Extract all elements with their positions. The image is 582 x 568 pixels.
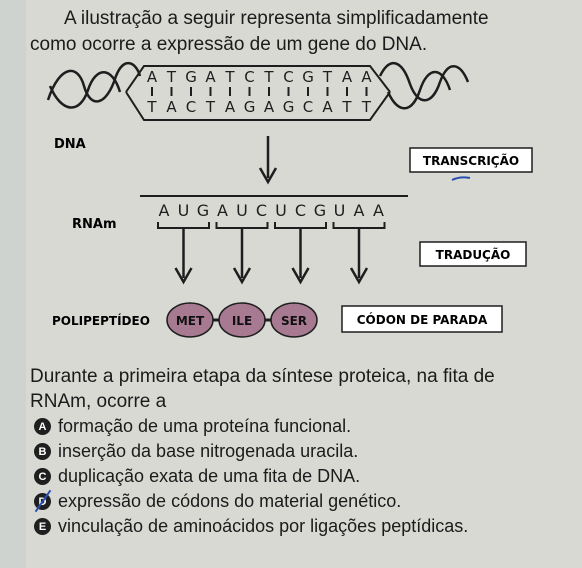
dna-top-base: G <box>302 68 314 86</box>
codon-bracket <box>157 222 210 229</box>
dna-top-base: A <box>361 68 372 86</box>
codon-bracket <box>215 222 269 229</box>
rna-base: A <box>373 201 384 220</box>
dna-top-base: T <box>224 68 235 86</box>
dna-top-base: A <box>342 68 353 86</box>
dna-helix-left <box>46 62 142 103</box>
option-e[interactable]: E vinculação de aminoácidos por ligações… <box>34 514 574 539</box>
dna-bottom-base: T <box>361 98 372 116</box>
codon-bracket <box>332 222 386 229</box>
transcription-arrow-head <box>258 167 278 185</box>
page-margin-strip <box>0 0 26 568</box>
translation-label: TRADUÇÃO <box>436 247 511 262</box>
dna-helix-right <box>378 62 470 102</box>
dna-bottom-base: G <box>244 98 256 116</box>
option-c-text: duplicação exata de uma fita de DNA. <box>58 466 361 486</box>
option-a-text: formação de uma proteína funcional. <box>58 416 352 436</box>
rna-base: U <box>236 201 248 220</box>
intro-line-2: como ocorre a expressão de um gene do DN… <box>30 34 428 55</box>
rna-base: U <box>178 201 190 220</box>
amino-acid-label: SER <box>281 314 307 328</box>
dna-bottom-base: A <box>322 98 333 116</box>
dna-label: DNA <box>54 137 86 152</box>
option-c[interactable]: C duplicação exata de uma fita de DNA. <box>34 464 574 489</box>
option-d[interactable]: D expressão de códons do material genéti… <box>34 489 574 514</box>
rna-base: C <box>256 201 267 220</box>
amino-acid-label: ILE <box>232 314 252 328</box>
amino-acid-chain: MET ILE SER <box>166 302 318 338</box>
translation-arrow-head <box>349 267 369 285</box>
dna-top-base: T <box>322 68 333 86</box>
pen-mark <box>451 176 471 181</box>
intro-text: A ilustração a seguir representa simplif… <box>30 6 570 58</box>
transcription-label: TRANSCRIÇÃO <box>423 153 519 168</box>
rna-base: G <box>197 201 209 220</box>
rna-label: RNAm <box>72 217 117 232</box>
option-d-badge: D <box>34 493 51 510</box>
translation-arrow-head <box>291 267 310 285</box>
rna-base: A <box>354 201 365 220</box>
amino-acid-bead <box>270 302 318 338</box>
stop-codon-label: CÓDON DE PARADA <box>357 312 488 327</box>
dna-top-base: G <box>185 68 197 86</box>
dna-top-base: T <box>166 68 177 86</box>
translation-arrow-head <box>232 267 252 285</box>
answer-options: A formação de uma proteína funcional. B … <box>34 414 574 539</box>
dna-top-base: A <box>147 68 158 86</box>
option-e-badge: E <box>34 518 51 535</box>
option-b-text: inserção da base nitrogenada uracila. <box>58 441 359 461</box>
codon-bracket <box>274 222 327 229</box>
dna-bubble-top <box>125 65 391 93</box>
dna-helix-right-2 <box>386 70 452 110</box>
dna-bubble-bottom <box>125 91 391 121</box>
amino-acid-bead <box>218 302 266 338</box>
dna-helix-left-2 <box>48 71 122 109</box>
dna-bottom-base: A <box>225 98 236 116</box>
dna-top-base: C <box>244 68 254 86</box>
dna-bottom-base: A <box>264 98 275 116</box>
option-d-text: expressão de códons do material genético… <box>58 491 402 511</box>
rna-base: A <box>159 201 170 220</box>
question-stem: Durante a primeira etapa da síntese prot… <box>30 364 570 414</box>
rna-base: C <box>295 201 306 220</box>
dna-top-base: T <box>263 68 274 86</box>
option-a-badge: A <box>34 418 51 435</box>
dna-bottom-base: T <box>205 98 216 116</box>
option-b[interactable]: B inserção da base nitrogenada uracila. <box>34 439 574 464</box>
dna-bottom-base: C <box>303 98 313 116</box>
translation-arrow-head <box>174 267 193 285</box>
amino-acid-bead <box>166 302 214 338</box>
translation-box <box>419 241 527 267</box>
dna-top-base: C <box>283 68 293 86</box>
transcription-box <box>409 147 533 173</box>
dna-top-base: A <box>205 68 216 86</box>
codon-brackets <box>157 222 386 285</box>
dna-bottom-base: A <box>166 98 177 116</box>
rna-base: G <box>314 201 326 220</box>
dna-base-pair-ticks <box>151 87 368 96</box>
dna-bottom-base: G <box>283 98 295 116</box>
dna-bottom-base: C <box>186 98 196 116</box>
question-line-1: Durante a primeira etapa da síntese prot… <box>30 366 495 387</box>
polypeptide-label: POLIPEPTÍDEO <box>52 313 150 328</box>
rna-base: U <box>275 201 287 220</box>
option-a[interactable]: A formação de uma proteína funcional. <box>34 414 574 439</box>
question-line-2: RNAm, ocorre a <box>30 391 167 412</box>
option-b-badge: B <box>34 443 51 460</box>
rna-base: A <box>217 201 228 220</box>
rna-base: U <box>334 201 346 220</box>
option-e-text: vinculação de aminoácidos por ligações p… <box>58 516 469 536</box>
intro-line-1: A ilustração a seguir representa simplif… <box>64 8 489 29</box>
dna-bottom-base: T <box>146 98 157 116</box>
option-c-badge: C <box>34 468 51 485</box>
amino-acid-label: MET <box>176 314 205 328</box>
dna-bottom-base: T <box>341 98 352 116</box>
stop-codon-box <box>341 305 503 333</box>
